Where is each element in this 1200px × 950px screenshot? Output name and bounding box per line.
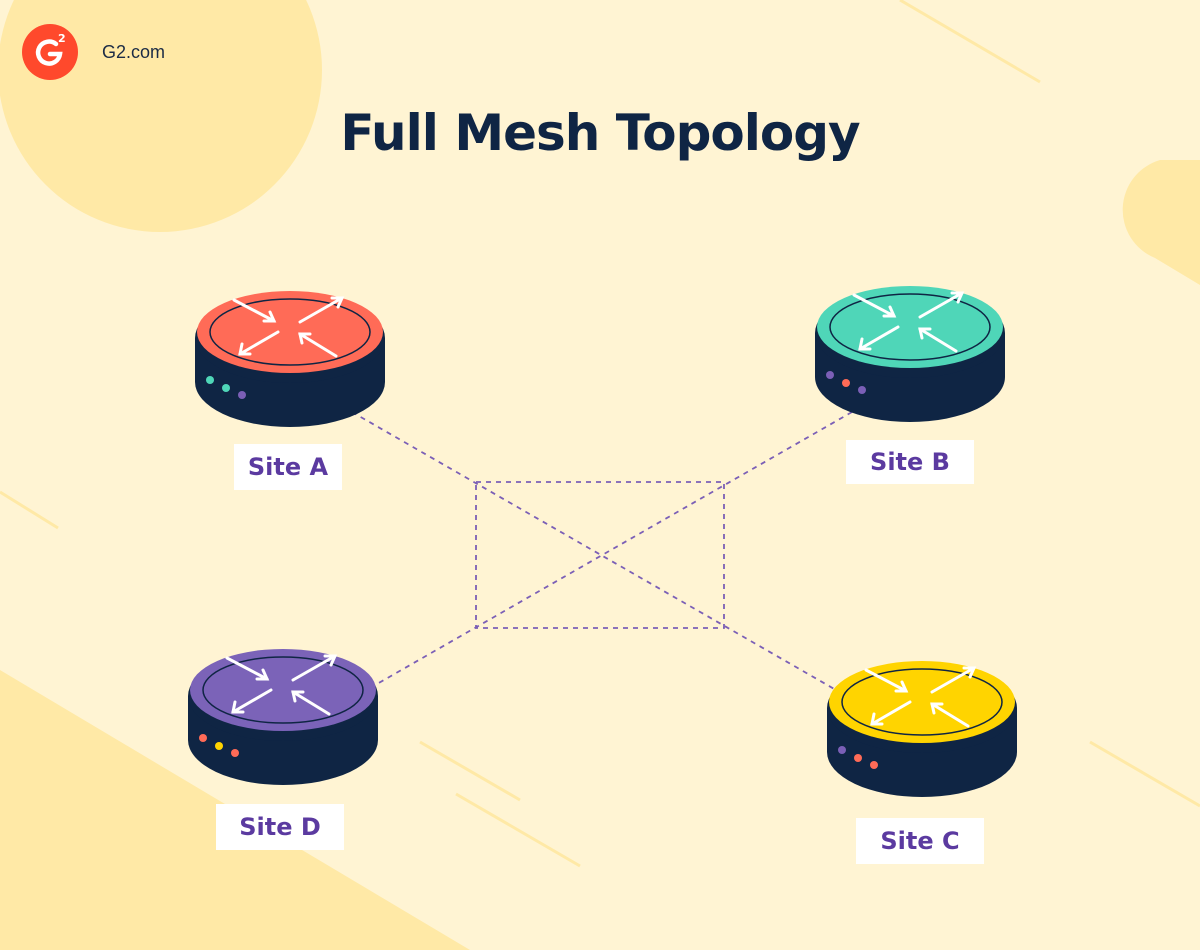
diagram-title: Full Mesh Topology (340, 104, 860, 162)
svg-text:2: 2 (58, 32, 66, 45)
status-led (842, 379, 850, 387)
router-top (829, 661, 1015, 743)
status-led (854, 754, 862, 762)
router-top (817, 286, 1003, 368)
status-led (231, 749, 239, 757)
router-site-a[interactable] (190, 270, 390, 440)
brand-site-text: G2.com (102, 41, 166, 62)
router-arrows-icon (232, 296, 345, 358)
g2-logo-icon: 2 (22, 24, 78, 80)
status-led (206, 376, 214, 384)
site-d-label: Site D (216, 804, 344, 850)
router-arrows-icon (852, 291, 965, 353)
decor-stroke (1089, 740, 1200, 808)
decor-stroke (419, 740, 521, 802)
router-arrows-icon (864, 666, 977, 728)
status-led (858, 386, 866, 394)
decor-stroke (0, 490, 59, 530)
decor-stroke (455, 792, 581, 868)
link-site-a-site-c (351, 411, 837, 691)
router-site-c[interactable] (822, 640, 1022, 810)
router-top (197, 291, 383, 373)
site-a-label: Site A (234, 444, 342, 490)
link-box (475, 481, 725, 629)
brand: 2 G2.com (22, 24, 165, 80)
status-led (870, 761, 878, 769)
status-led (838, 746, 846, 754)
router-top (190, 649, 376, 731)
status-led (215, 742, 223, 750)
decor-pill (1122, 160, 1200, 285)
status-led (199, 734, 207, 742)
link-site-b-site-d (369, 411, 853, 689)
router-arrows-icon (225, 654, 338, 716)
site-b-label: Site B (846, 440, 974, 484)
site-c-label: Site C (856, 818, 984, 864)
router-site-d[interactable] (183, 628, 383, 798)
status-led (238, 391, 246, 399)
decor-stroke (899, 0, 1041, 84)
router-site-b[interactable] (810, 265, 1010, 435)
status-led (826, 371, 834, 379)
status-led (222, 384, 230, 392)
decor-circle (0, 0, 322, 232)
